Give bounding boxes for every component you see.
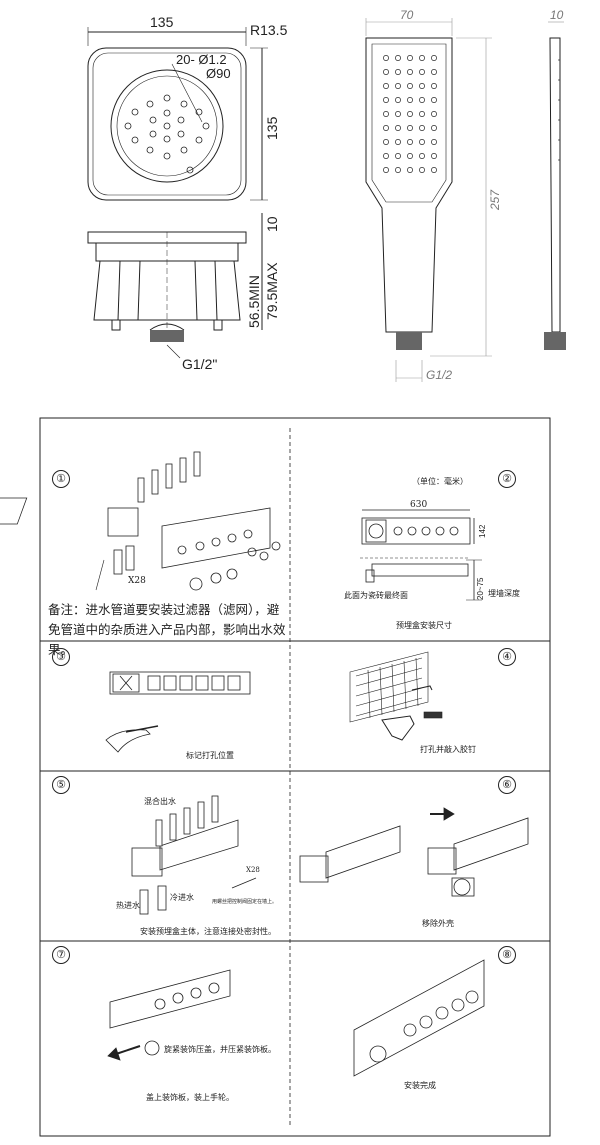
step5-quantity: X28 <box>246 866 260 874</box>
step-2-number: ② <box>498 470 516 488</box>
step2-caption: 预埋盒安装尺寸 <box>396 621 452 630</box>
face-diameter-label: Ø90 <box>206 66 231 81</box>
step2-height: 142 <box>478 524 487 538</box>
step3-illustration <box>105 671 251 753</box>
step5-illustration <box>131 795 257 915</box>
step5-small-note: 用螺丝把控制阀固定在墙上。 <box>212 899 278 905</box>
step5-mix-label: 混合出水 <box>144 797 176 806</box>
step4-illustration <box>349 651 443 741</box>
step8-caption: 安装完成 <box>404 1081 436 1090</box>
corner-radius-label: R13.5 <box>250 22 288 38</box>
hand-width-label: 70 <box>400 8 414 22</box>
thread-left-label: G1/2" <box>182 356 218 372</box>
step1-quantity: X28 <box>128 576 146 586</box>
step7-tighten-label: 旋紧装饰压盖，并压紧装饰板。 <box>164 1045 276 1054</box>
hand-depth-label: 10 <box>550 8 564 22</box>
step5-caption: 安装预埋盒主体，注意连接处密封性。 <box>140 927 276 936</box>
holes-label: 20- Ø1.2 <box>176 52 227 67</box>
spec-drawing <box>87 18 566 382</box>
step-5-number: ⑤ <box>52 776 70 794</box>
step1-note: 备注：进水管道要安装过滤器（滤网），避免管道中的杂质进入产品内部，影响出水效果。 <box>48 602 286 657</box>
step2-width: 630 <box>410 500 428 510</box>
step2-illustration <box>360 509 482 601</box>
step2-depth-label: 埋墙深度 <box>488 589 520 598</box>
step1-illustration <box>0 451 281 591</box>
step5-hot-label: 热进水 <box>116 901 140 910</box>
step3-caption: 标记打孔位置 <box>186 751 234 760</box>
step2-face-label: 此面为瓷砖最终面 <box>344 591 408 600</box>
step-8-number: ⑧ <box>498 946 516 964</box>
step7-illustration <box>107 969 231 1061</box>
step-7-number: ⑦ <box>52 946 70 964</box>
nozzle-holes <box>124 94 210 174</box>
hand-shower-outline <box>365 37 453 333</box>
shower-face-circle <box>110 69 224 183</box>
hand-nozzles <box>383 55 437 173</box>
step-3-number: ③ <box>52 648 70 666</box>
thread-right-label: G1/2 <box>426 368 453 382</box>
step5-cold-label: 冷进水 <box>170 893 194 902</box>
step-4-number: ④ <box>498 648 516 666</box>
plate-width-label: 135 <box>150 14 174 30</box>
step4-caption: 打孔并敲入胶钉 <box>420 745 476 754</box>
step6-illustration <box>299 807 529 897</box>
shower-plate-outline <box>87 47 247 201</box>
step2-unit: （单位：毫米） <box>412 477 468 486</box>
thread-connector <box>150 330 184 342</box>
step-6-number: ⑥ <box>498 776 516 794</box>
step7-caption: 盖上装饰板，装上手轮。 <box>146 1093 234 1102</box>
step8-illustration <box>353 959 485 1077</box>
step-1-number: ① <box>52 470 70 488</box>
step6-caption: 移除外壳 <box>422 919 454 928</box>
step2-depth: 20~75 <box>476 577 485 600</box>
